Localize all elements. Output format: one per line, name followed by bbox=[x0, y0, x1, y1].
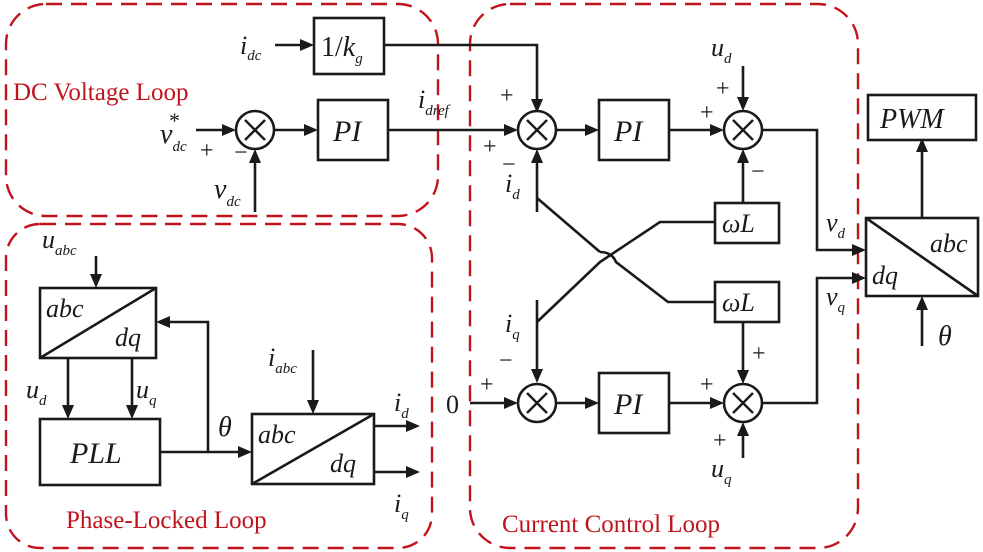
zero-input: 0 bbox=[446, 390, 459, 419]
sum2-plus-left: + bbox=[700, 100, 714, 126]
out-iq-label: iq bbox=[394, 489, 409, 523]
sum1-plus-top: + bbox=[500, 83, 514, 109]
sum0-minus: − bbox=[234, 140, 248, 166]
current-control-loop-region bbox=[468, 2, 860, 550]
pi-block-d bbox=[597, 98, 671, 162]
dc-voltage-loop-region bbox=[4, 2, 440, 218]
pi-block-q bbox=[597, 371, 671, 435]
omega-l-block-bottom bbox=[713, 280, 781, 324]
out-id-label: id bbox=[394, 388, 409, 422]
sum-junction-vd bbox=[722, 109, 764, 151]
dqabc-dq-label: dq bbox=[872, 261, 898, 290]
theta-pll-label: θ bbox=[218, 412, 232, 443]
cur-dq-label: dq bbox=[330, 449, 356, 478]
pi-dc-label: PI bbox=[332, 115, 363, 148]
vdc-ref-star: * bbox=[169, 108, 180, 133]
ud-label: ud bbox=[711, 33, 732, 67]
id-feedback-label: id bbox=[505, 169, 520, 203]
theta-pwm-label: θ bbox=[938, 321, 952, 352]
iq-feedback-label: iq bbox=[505, 309, 520, 343]
phase-locked-loop-region bbox=[4, 222, 434, 550]
dc-voltage-loop-label: DC Voltage Loop bbox=[13, 79, 188, 106]
current-control-loop-label: Current Control Loop bbox=[502, 511, 720, 538]
pwm-block bbox=[866, 93, 978, 142]
sum4-plus-top: + bbox=[752, 341, 766, 367]
pll-abc-label: abc bbox=[46, 294, 84, 323]
sum-junction-id bbox=[516, 109, 558, 151]
phase-locked-loop-label: Phase-Locked Loop bbox=[66, 507, 267, 534]
sum2-plus-top: + bbox=[716, 76, 730, 102]
pll-uq-label: uq bbox=[136, 375, 157, 409]
gain-label: 1/kg bbox=[321, 32, 363, 67]
pi-block-dc bbox=[316, 98, 390, 162]
sum4-plus-left: + bbox=[700, 372, 714, 398]
sum1-plus-left: + bbox=[483, 134, 497, 160]
sum2-minus: − bbox=[751, 159, 765, 185]
uabc-label: uabc bbox=[42, 225, 77, 259]
pll-label: PLL bbox=[69, 437, 122, 470]
gain-1-kg-block bbox=[312, 16, 386, 76]
iabc-label: iabc bbox=[268, 343, 297, 377]
vd-label: vd bbox=[826, 208, 846, 242]
pwm-label: PWM bbox=[879, 104, 945, 135]
idref-label: idref bbox=[418, 85, 451, 119]
pi-q-label: PI bbox=[613, 388, 644, 421]
sum-junction-vq bbox=[722, 382, 764, 424]
vdc-ref-label: vdc bbox=[160, 119, 187, 155]
uq-label: uq bbox=[711, 454, 732, 488]
sum3-plus: + bbox=[480, 372, 494, 398]
vdc-feedback-label: vdc bbox=[214, 174, 241, 210]
sum3-minus: − bbox=[499, 348, 513, 374]
pll-ud-label: ud bbox=[26, 375, 47, 409]
pi-d-label: PI bbox=[613, 115, 644, 148]
dqabc-abc-label: abc bbox=[930, 229, 968, 258]
sum1-minus: − bbox=[502, 152, 516, 178]
sum0-plus: + bbox=[200, 138, 214, 164]
cur-abc-label: abc bbox=[258, 420, 296, 449]
pll-dq-label: dq bbox=[115, 323, 141, 352]
omega-l-bottom-label: ωL bbox=[722, 288, 755, 317]
sum-junction-iq bbox=[516, 382, 558, 424]
idc-label: idc bbox=[240, 31, 262, 64]
vq-label: vq bbox=[826, 282, 846, 316]
omega-l-top-label: ωL bbox=[722, 209, 755, 238]
sum4-plus-bottom: + bbox=[713, 428, 727, 454]
